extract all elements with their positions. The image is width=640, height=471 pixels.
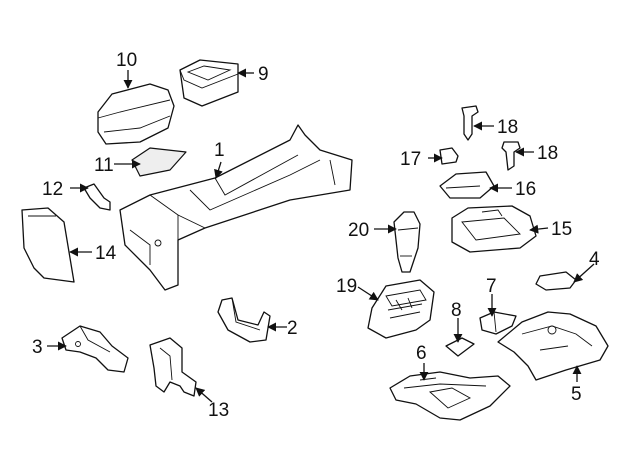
callout-1: 1	[214, 140, 225, 161]
callout-3: 3	[32, 337, 43, 358]
part-plug-upper	[461, 105, 479, 141]
callout-6: 6	[416, 343, 427, 364]
callout-14: 14	[95, 243, 117, 264]
callout-15: 15	[551, 219, 572, 240]
callout-2: 2	[287, 318, 298, 339]
callout-labels: 1 2 3 4 5 6 7 8 9 10 11 12 13 14 15 16 1…	[32, 50, 600, 421]
part-shifter-assembly	[367, 279, 435, 339]
callout-10: 10	[116, 50, 137, 71]
leader-4	[573, 263, 595, 283]
callout-17: 17	[400, 149, 421, 170]
part-plate-4	[535, 271, 577, 291]
part-rear-trim	[497, 311, 609, 381]
part-trim-plate	[451, 205, 537, 253]
callout-18-upper: 18	[497, 117, 518, 138]
leader-15	[529, 224, 549, 234]
callout-12: 12	[42, 179, 63, 200]
callout-16: 16	[515, 179, 536, 200]
part-armrest-lid	[97, 83, 175, 145]
callout-7: 7	[486, 276, 497, 297]
part-clip-12	[83, 183, 111, 211]
callout-4: 4	[589, 249, 600, 270]
part-bracket-13	[149, 337, 197, 397]
part-front-trim	[389, 371, 511, 421]
part-side-panel	[21, 207, 75, 283]
part-lid-pad	[131, 147, 187, 177]
leader-19	[357, 286, 379, 301]
callout-5: 5	[571, 384, 582, 405]
callout-19: 19	[336, 276, 357, 297]
part-bracket-3	[61, 325, 129, 373]
part-bezel-strip	[445, 337, 475, 357]
callout-20: 20	[348, 220, 369, 241]
callout-11: 11	[94, 155, 114, 176]
part-plug-lower	[501, 141, 521, 171]
leader-13	[195, 387, 213, 403]
part-console-body	[119, 124, 353, 291]
callout-8: 8	[451, 300, 462, 321]
part-block	[439, 147, 459, 165]
part-shift-knob	[393, 211, 421, 273]
part-bracket-2	[217, 297, 271, 343]
callout-18-lower: 18	[537, 143, 558, 164]
part-cover	[439, 171, 495, 199]
leader-1	[214, 161, 223, 179]
part-storage-tray	[179, 59, 239, 107]
callout-9: 9	[258, 64, 269, 85]
leader-lines	[47, 68, 595, 403]
callout-13: 13	[208, 400, 229, 421]
